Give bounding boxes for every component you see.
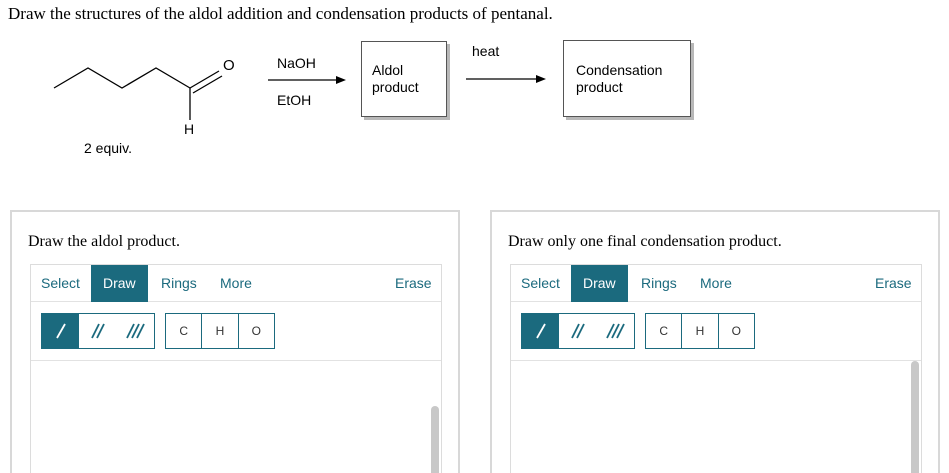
double-bond-button[interactable] <box>559 314 596 348</box>
condensation-panel: Draw only one final condensation product… <box>490 210 940 473</box>
triple-bond-button[interactable] <box>117 314 154 348</box>
double-bond-icon <box>571 323 585 339</box>
equiv-label: 2 equiv. <box>84 140 132 156</box>
condensation-box-line-1: Condensation <box>576 62 663 78</box>
double-bond-button[interactable] <box>79 314 116 348</box>
question-text: Draw the structures of the aldol additio… <box>8 4 553 23</box>
condensation-panel-title: Draw only one final condensation product… <box>508 233 782 250</box>
aldol-toolbar: Select Draw Rings More Erase <box>31 265 441 302</box>
oxygen-label: O <box>223 57 235 74</box>
aldol-sketcher: Select Draw Rings More Erase C H O <box>30 264 442 473</box>
single-bond-button[interactable] <box>522 314 560 348</box>
aldol-box-line-2: product <box>372 79 419 95</box>
erase-button[interactable]: Erase <box>875 275 912 291</box>
draw-tab[interactable]: Draw <box>571 265 628 302</box>
oxygen-atom-button[interactable]: O <box>251 324 261 338</box>
triple-bond-button[interactable] <box>597 314 634 348</box>
oxygen-atom-button[interactable]: O <box>731 324 741 338</box>
carbonyl-bond-1 <box>189 70 220 89</box>
aldol-panel-title: Draw the aldol product. <box>28 233 180 250</box>
draw-tab[interactable]: Draw <box>91 265 148 302</box>
condensation-product-box: Condensation product <box>563 40 691 117</box>
reagent-naoh: NaOH <box>277 55 316 71</box>
atom-tools: C H O <box>645 313 755 349</box>
hydrogen-atom-button[interactable]: H <box>202 314 239 348</box>
condensation-canvas-scrollbar[interactable] <box>911 361 919 473</box>
bond-tools <box>41 313 155 349</box>
triple-bond-icon <box>126 323 146 339</box>
hydrogen-atom-button[interactable]: H <box>682 314 719 348</box>
condensation-toolbar: Select Draw Rings More Erase <box>511 265 921 302</box>
aldol-box-line-1: Aldol <box>372 62 404 78</box>
aldol-drawing-canvas[interactable] <box>31 360 441 473</box>
condensation-box-line-2: product <box>576 79 623 95</box>
rings-tab[interactable]: Rings <box>641 275 677 291</box>
condensation-sketcher: Select Draw Rings More Erase C H O <box>510 264 922 473</box>
carbon-atom-button[interactable]: C <box>166 314 203 348</box>
more-tab[interactable]: More <box>220 275 252 291</box>
single-bond-button[interactable] <box>42 314 80 348</box>
carbon-atom-button[interactable]: C <box>646 314 683 348</box>
select-tab[interactable]: Select <box>521 275 560 291</box>
pentanal-chain <box>53 67 191 89</box>
bond-tools <box>521 313 635 349</box>
single-bond-icon <box>55 323 66 339</box>
heat-label: heat <box>472 43 500 59</box>
select-tab[interactable]: Select <box>41 275 80 291</box>
arrow-1-head <box>336 76 346 84</box>
aldol-product-box: Aldol product <box>361 41 447 117</box>
reaction-scheme: O H 2 equiv. NaOH EtOH Aldol product hea… <box>0 0 949 200</box>
erase-button[interactable]: Erase <box>395 275 432 291</box>
carbonyl-bond-2 <box>192 75 223 94</box>
aldol-canvas-scrollbar[interactable] <box>431 406 439 473</box>
condensation-drawing-canvas[interactable] <box>511 360 921 473</box>
reaction-scheme-drawing <box>53 67 546 120</box>
reagent-etoh: EtOH <box>277 92 312 108</box>
aldol-panel: Draw the aldol product. Select Draw Ring… <box>10 210 460 473</box>
triple-bond-icon <box>606 323 626 339</box>
single-bond-icon <box>535 323 546 339</box>
hydrogen-label: H <box>184 121 195 137</box>
atom-tools: C H O <box>165 313 275 349</box>
double-bond-icon <box>91 323 105 339</box>
arrow-2-head <box>536 75 546 83</box>
rings-tab[interactable]: Rings <box>161 275 197 291</box>
more-tab[interactable]: More <box>700 275 732 291</box>
